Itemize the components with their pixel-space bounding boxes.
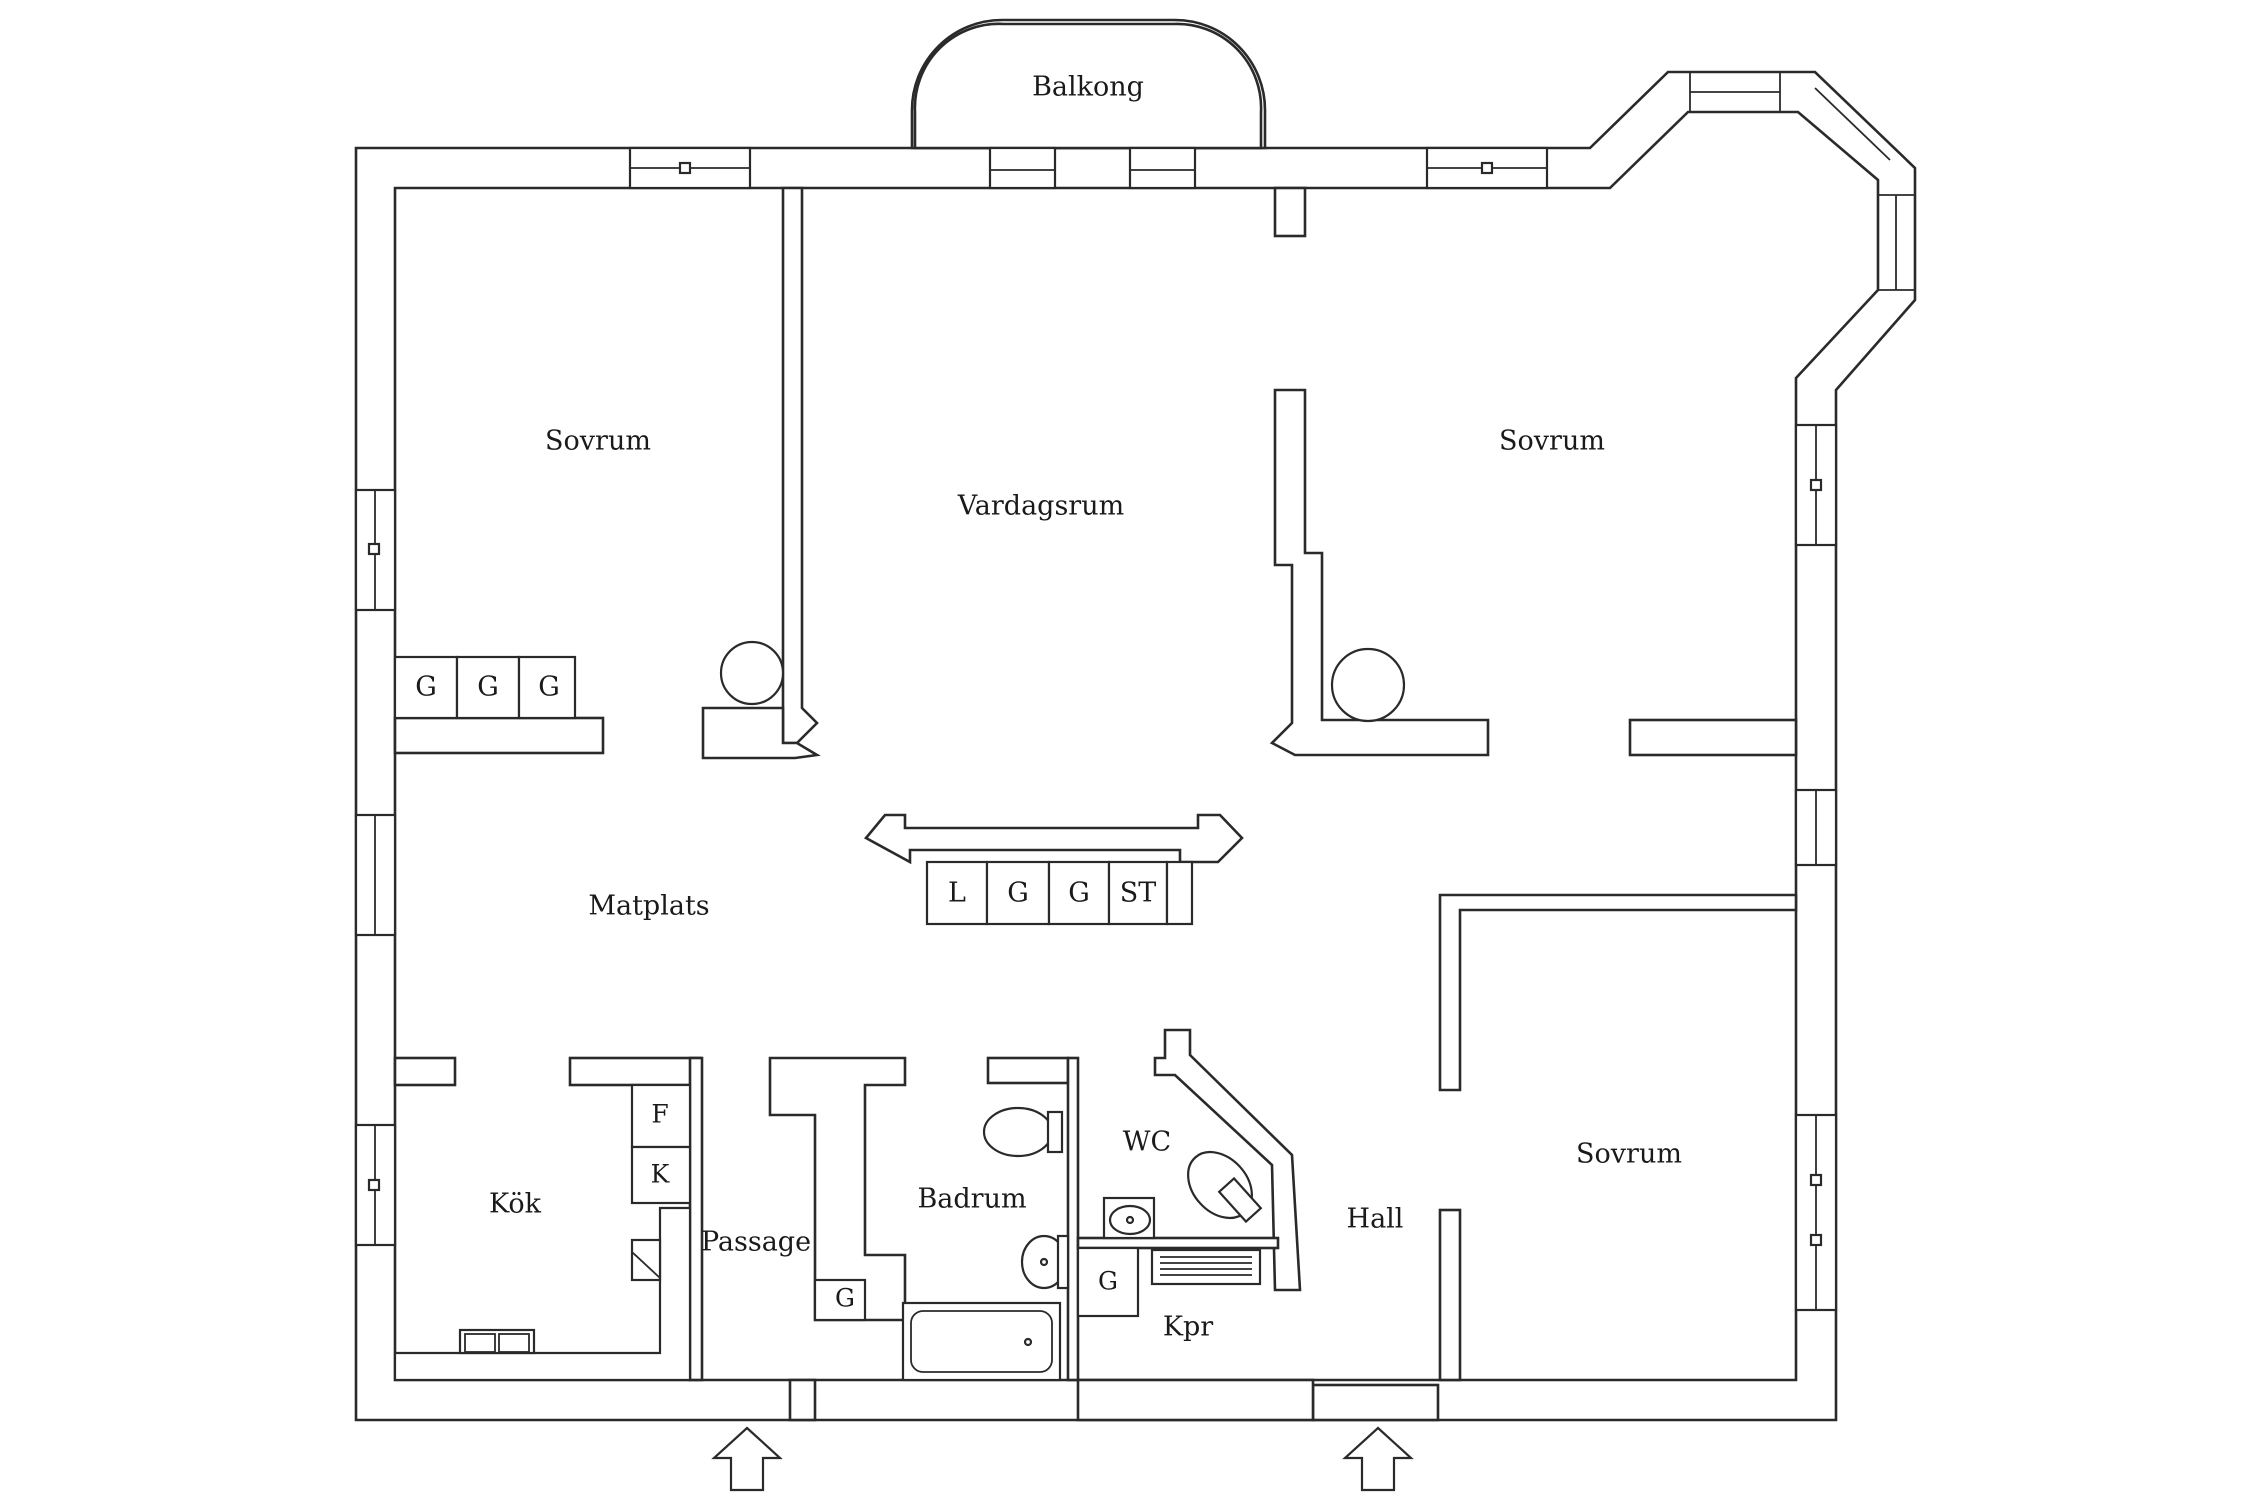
room-label-sovrum-ne: Sovrum — [1499, 426, 1605, 457]
wardrobe-label: G — [415, 672, 437, 703]
bathroom-fixtures — [901, 1106, 1070, 1382]
storage-label: G — [1068, 878, 1090, 909]
passage-storage: G — [813, 1278, 867, 1322]
storage-label: L — [948, 878, 966, 909]
interior-walls — [393, 186, 1798, 1422]
room-label-badrum: Badrum — [917, 1184, 1026, 1215]
room-label-wc: WC — [1123, 1127, 1171, 1158]
wc-fixtures — [1102, 1150, 1263, 1240]
fridge-label: F — [651, 1100, 668, 1129]
storage-label: ST — [1120, 878, 1157, 909]
passage-storage-label: G — [835, 1284, 855, 1313]
room-label-balkong: Balkong — [1032, 72, 1144, 103]
wardrobes-bedroom: G G G — [393, 655, 577, 720]
room-label-kok: Kök — [489, 1189, 542, 1220]
room-label-matplats: Matplats — [588, 891, 709, 922]
windows — [354, 72, 1915, 1312]
kpr-storage-label: G — [1098, 1267, 1118, 1296]
kpr-fixtures: G — [1076, 1246, 1262, 1318]
entrance-arrow-icon — [711, 1426, 783, 1492]
outer-walls — [354, 70, 1917, 1422]
entrance-arrows — [711, 1426, 1414, 1492]
freezer-label: K — [651, 1160, 671, 1189]
room-label-sovrum-nw: Sovrum — [545, 426, 651, 457]
room-label-hall: Hall — [1347, 1204, 1404, 1235]
columns — [719, 640, 1406, 723]
room-label-passage: Passage — [701, 1227, 811, 1258]
central-storage: L G G ST — [925, 860, 1194, 926]
entrance-arrow-icon — [1342, 1426, 1414, 1492]
wardrobe-label: G — [538, 672, 560, 703]
room-label-kpr: Kpr — [1163, 1312, 1213, 1343]
room-labels: Balkong Sovrum Vardagsrum Sovrum Matplat… — [489, 72, 1682, 1343]
wardrobe-label: G — [477, 672, 499, 703]
storage-label: G — [1007, 878, 1029, 909]
room-label-vardagsrum: Vardagsrum — [957, 491, 1124, 522]
room-label-sovrum-se: Sovrum — [1576, 1139, 1682, 1170]
kitchen-fixtures: F K — [393, 1083, 692, 1382]
balcony — [910, 18, 1267, 150]
